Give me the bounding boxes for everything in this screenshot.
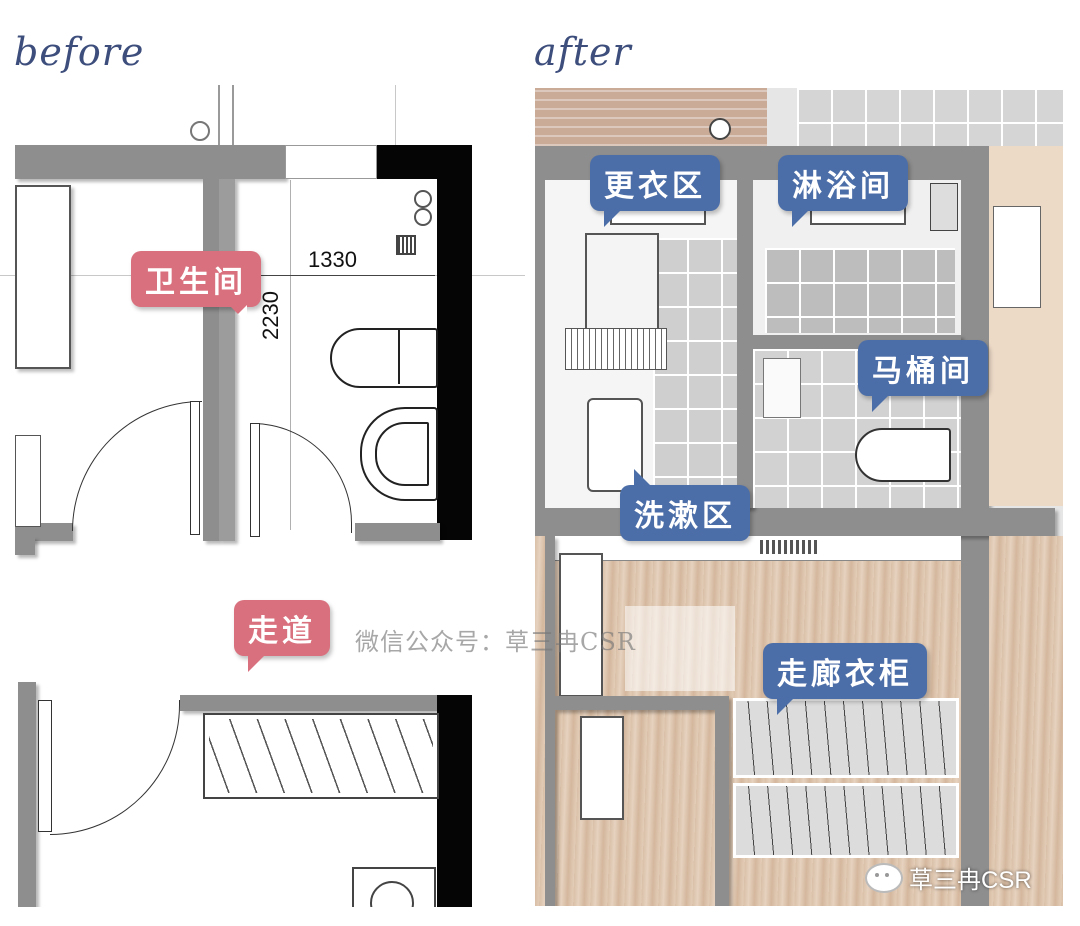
washing-machine-icon bbox=[585, 233, 659, 332]
corridor-door bbox=[559, 553, 603, 697]
center-watermark: 微信公众号：草三冉CSR bbox=[355, 628, 636, 656]
dim-line-width bbox=[235, 275, 435, 276]
dressing-callout: 更衣区 bbox=[590, 155, 720, 227]
wardrobe-callout: 走廊衣柜 bbox=[763, 643, 927, 715]
wardrobe-side-wall bbox=[715, 696, 729, 906]
door-swing-left bbox=[72, 401, 202, 531]
door-swing-lower bbox=[50, 700, 180, 835]
toilet-cabinet bbox=[763, 358, 801, 418]
tile-floor-top bbox=[797, 88, 1063, 146]
toilet-icon bbox=[330, 328, 438, 388]
toilet-icon-after bbox=[855, 428, 951, 482]
dim-height-text: 2230 bbox=[258, 291, 283, 340]
after-heading: after bbox=[534, 30, 632, 74]
bathroom-callout: 卫生间 bbox=[131, 251, 261, 323]
right-cabinet bbox=[993, 206, 1041, 308]
right-corridor bbox=[989, 146, 1063, 506]
floor-drain-icon bbox=[396, 235, 416, 255]
wardrobe-outline bbox=[203, 713, 439, 799]
bottom-wall-stub bbox=[355, 523, 440, 541]
after-partition-1 bbox=[737, 180, 753, 508]
door-leaf bbox=[250, 423, 260, 537]
vent-icon bbox=[760, 540, 818, 554]
shower-callout: 淋浴间 bbox=[778, 155, 908, 227]
drain-icon bbox=[709, 118, 731, 140]
door-leaf-left bbox=[190, 401, 200, 535]
before-floor-plan: 1330 2230 bbox=[0, 85, 525, 907]
after-left-wall bbox=[535, 180, 545, 510]
valve-icon-2 bbox=[414, 208, 432, 226]
lower-door bbox=[580, 716, 624, 820]
washing-callout: 洗漱区 bbox=[620, 469, 750, 541]
parquet-floor bbox=[535, 88, 767, 146]
wardrobe-upper bbox=[733, 698, 959, 778]
before-heading: before bbox=[14, 30, 145, 74]
washbasin-icon bbox=[587, 398, 643, 492]
toilet-callout: 马桶间 bbox=[858, 340, 988, 412]
water-heater-icon bbox=[930, 183, 958, 231]
corner-watermark-text: 草三冉CSR bbox=[909, 867, 1032, 894]
partition-wall-right bbox=[219, 179, 235, 541]
bottom-left-wall bbox=[15, 523, 73, 541]
wechat-icon bbox=[865, 862, 903, 893]
lower-exterior-wall bbox=[437, 695, 472, 907]
shower-floor bbox=[765, 248, 955, 333]
wardrobe-lower bbox=[733, 783, 959, 858]
door-swing-bathroom bbox=[252, 423, 352, 533]
valve-icon bbox=[414, 190, 432, 208]
exterior-wall-right bbox=[437, 145, 472, 540]
after-middle-wall bbox=[535, 508, 1055, 536]
bed-outline bbox=[15, 185, 71, 369]
lower-left-wall bbox=[18, 682, 36, 907]
corridor-top-shelf bbox=[545, 536, 961, 561]
after-floor-plan bbox=[535, 88, 1063, 906]
window bbox=[285, 145, 377, 179]
corridor-divider bbox=[555, 696, 720, 710]
corridor-left-wall bbox=[545, 536, 555, 906]
corridor-callout: 走道 bbox=[234, 600, 330, 672]
top-wall bbox=[15, 145, 285, 179]
dim-width-text: 1330 bbox=[308, 247, 357, 272]
cabinet-outline bbox=[15, 435, 41, 527]
right-floor bbox=[989, 536, 1063, 906]
dressing-tile-floor bbox=[653, 238, 737, 508]
corner-watermark: 草三冉CSR bbox=[865, 860, 1032, 895]
pipe-icon bbox=[190, 121, 210, 141]
partition-wall-left bbox=[203, 179, 219, 541]
towel-rack bbox=[565, 328, 667, 370]
lower-top-wall bbox=[180, 695, 440, 711]
